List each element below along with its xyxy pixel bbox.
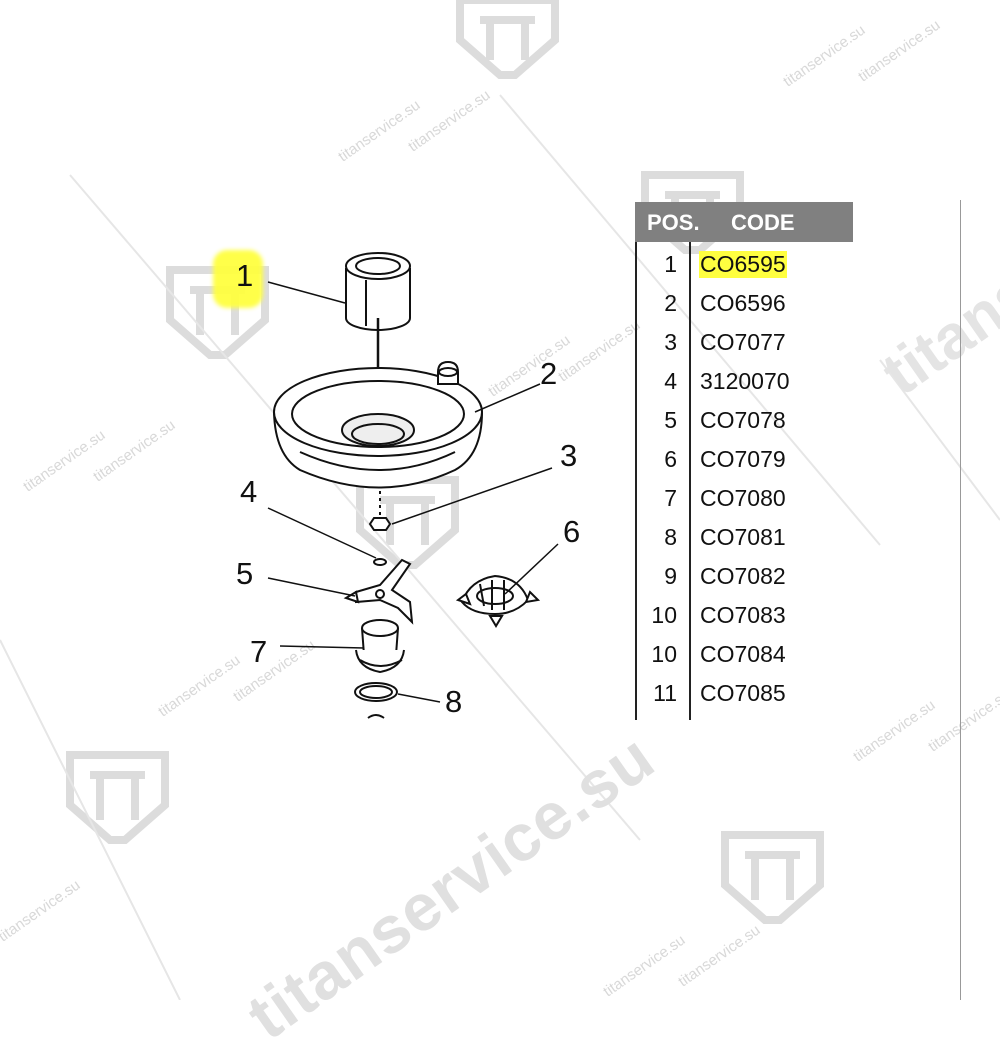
- table-row: 11 CO7085: [635, 676, 853, 715]
- column-header-code: CODE: [731, 210, 795, 235]
- table-row: 10 CO7084: [635, 637, 853, 676]
- row-pos: 3: [664, 329, 677, 355]
- callout-7: 7: [250, 634, 268, 669]
- row-code: CO6596: [700, 290, 786, 316]
- row-code-highlighted: CO6595: [699, 251, 787, 278]
- row-code: CO7084: [700, 641, 786, 667]
- table-row: 4 3120070: [635, 364, 853, 403]
- row-code: CO7078: [700, 407, 786, 433]
- table-divider-middle: [689, 242, 691, 720]
- part-1-bushing: [345, 252, 411, 331]
- callout-2: 2: [540, 356, 558, 391]
- row-code: CO7082: [700, 563, 786, 589]
- exploded-view-diagram: [267, 252, 559, 719]
- callout-1: 1: [236, 258, 254, 293]
- callout-5: 5: [236, 556, 254, 591]
- part-6-seal: [455, 574, 541, 628]
- table-row: 8 CO7081: [635, 520, 853, 559]
- row-pos: 5: [664, 407, 677, 433]
- parts-table: POS. CODE 1 CO6595 2 CO6596 3 CO7077 4 3…: [635, 202, 855, 720]
- row-pos: 4: [664, 368, 677, 394]
- row-pos: 7: [664, 485, 677, 511]
- part-9-partial: [367, 714, 385, 719]
- row-pos: 2: [664, 290, 677, 316]
- row-pos: 10: [651, 602, 677, 628]
- row-code: CO7079: [700, 446, 786, 472]
- part-4-washer: [373, 558, 387, 566]
- row-code: CO7080: [700, 485, 786, 511]
- table-divider-left: [635, 242, 637, 720]
- row-pos: 9: [664, 563, 677, 589]
- row-code: CO7083: [700, 602, 786, 628]
- part-5-blade: [343, 558, 414, 625]
- callout-3: 3: [560, 438, 578, 473]
- callout-highlight: [213, 250, 263, 308]
- row-code: CO7081: [700, 524, 786, 550]
- page-divider: [960, 200, 961, 1000]
- callout-4: 4: [240, 474, 258, 509]
- table-row: 1 CO6595: [635, 247, 853, 286]
- table-row: 5 CO7078: [635, 403, 853, 442]
- callout-6: 6: [563, 514, 581, 549]
- row-pos: 8: [664, 524, 677, 550]
- part-3-nut: [368, 517, 392, 531]
- row-code: 3120070: [700, 368, 790, 394]
- table-row: 7 CO7080: [635, 481, 853, 520]
- column-header-pos: POS.: [647, 210, 700, 235]
- table-row: 6 CO7079: [635, 442, 853, 481]
- part-2-base: [273, 360, 483, 489]
- row-pos: 11: [653, 680, 677, 706]
- callout-8: 8: [445, 684, 463, 719]
- row-pos: 1: [664, 251, 677, 277]
- row-code: CO7085: [700, 680, 786, 706]
- row-pos: 6: [664, 446, 677, 472]
- part-7-coupling: [355, 619, 405, 674]
- table-row: 10 CO7083: [635, 598, 853, 637]
- table-row: 9 CO7082: [635, 559, 853, 598]
- table-header: POS. CODE: [635, 202, 853, 242]
- table-row: 3 CO7077: [635, 325, 853, 364]
- table-row: 2 CO6596: [635, 286, 853, 325]
- row-code: CO7077: [700, 329, 786, 355]
- part-8-oring: [354, 682, 398, 702]
- row-pos: 10: [651, 641, 677, 667]
